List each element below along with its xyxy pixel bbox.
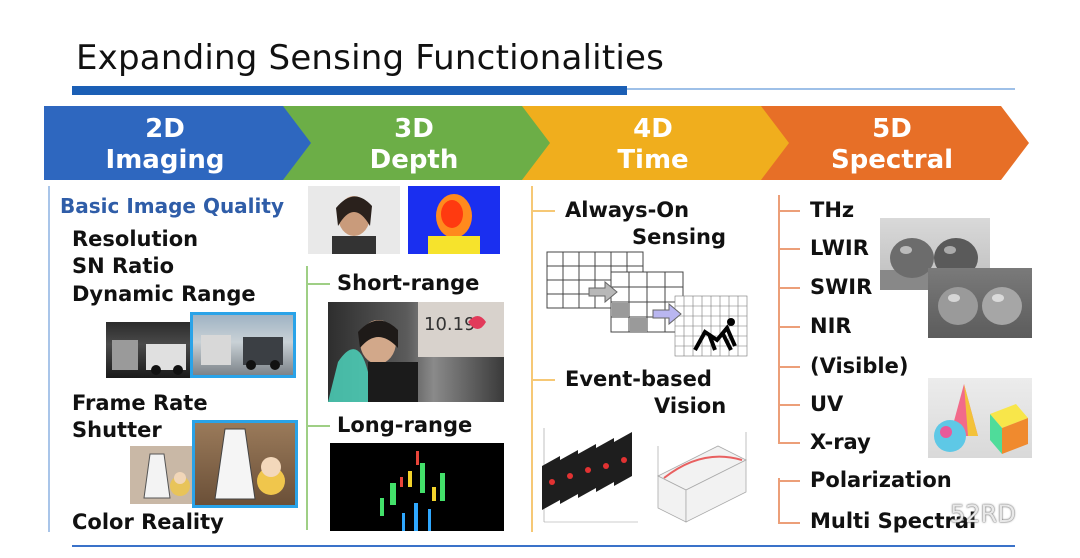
frame-rate-photo-left — [130, 446, 200, 504]
always-on-label-2: Sensing — [632, 225, 726, 249]
event-based-label-2: Vision — [654, 394, 727, 418]
tick-nir — [778, 326, 800, 328]
always-on-label-1: Always-On — [565, 198, 690, 222]
svg-text:10.19: 10.19 — [424, 314, 476, 335]
tick-polarization — [778, 480, 800, 482]
tick-uv — [778, 404, 800, 406]
apples-photo-swir — [928, 268, 1032, 338]
face-photo — [308, 186, 400, 254]
arrow-5d-line2: Spectral — [830, 145, 954, 175]
arrow-5d-line1: 5D — [872, 114, 912, 144]
divider-5d-spectra — [778, 195, 780, 443]
depth-map-photo — [408, 186, 500, 254]
polarization-label: Polarization — [810, 468, 952, 492]
swir-label: SWIR — [810, 275, 873, 299]
event-based-label-1: Event-based — [565, 367, 712, 391]
tick-multispectral — [778, 522, 800, 524]
title-underline — [72, 86, 627, 95]
resolution-label: Resolution — [72, 227, 199, 251]
tick-event-based — [531, 379, 555, 381]
arrow-2d-line1: 2D — [145, 114, 185, 144]
arrow-2d-line2: Imaging — [105, 145, 225, 175]
xray-label: X-ray — [810, 430, 871, 454]
long-range-label: Long-range — [337, 413, 473, 437]
tick-short-range — [306, 283, 330, 285]
uv-label: UV — [810, 392, 844, 416]
tick-always-on — [531, 210, 555, 212]
dynamic-range-photo-hdr — [190, 312, 296, 378]
tick-visible — [778, 366, 800, 368]
dynamic-range-label: Dynamic Range — [72, 282, 256, 306]
divider-2d — [48, 186, 50, 532]
divider-5d-extra — [778, 478, 780, 524]
tick-thz — [778, 210, 800, 212]
event-stream-diagram — [652, 426, 752, 530]
watermark-text: 52RD — [950, 500, 1016, 528]
event-frames-diagram — [538, 426, 642, 530]
divider-4d — [531, 186, 533, 532]
tick-lwir — [778, 248, 800, 250]
arrow-4d-line2: Time — [617, 145, 689, 175]
thz-label: THz — [810, 198, 855, 222]
visible-label: (Visible) — [810, 354, 909, 378]
frame-rate-photo-right — [192, 420, 298, 508]
title-underline-thin — [627, 88, 1015, 90]
color-reality-label: Color Reality — [72, 510, 224, 534]
basic-image-quality-heading: Basic Image Quality — [60, 194, 284, 218]
arrow-4d-line1: 4D — [633, 114, 673, 144]
arrow-3d-line2: Depth — [369, 145, 459, 175]
lwir-label: LWIR — [810, 236, 869, 260]
divider-3d — [306, 266, 308, 530]
frame-rate-label: Frame Rate — [72, 391, 208, 415]
polarization-color-photo — [928, 378, 1032, 458]
always-on-grid-diagram — [545, 250, 749, 358]
tick-swir — [778, 287, 800, 289]
arrow-3d-line1: 3D — [394, 114, 434, 144]
dynamic-range-photo-dark — [106, 322, 202, 378]
tick-long-range — [306, 425, 330, 427]
long-range-lidar-photo — [330, 443, 504, 531]
short-range-photo: 10.19 — [328, 302, 504, 402]
page-title: Expanding Sensing Functionalities — [76, 38, 665, 78]
sn-ratio-label: SN Ratio — [72, 254, 175, 278]
shutter-label: Shutter — [72, 418, 162, 442]
nir-label: NIR — [810, 314, 852, 338]
bottom-rule — [72, 545, 1015, 547]
short-range-label: Short-range — [337, 271, 480, 295]
multispectral-label: Multi Spectral — [810, 509, 977, 533]
tick-xray — [778, 442, 800, 444]
